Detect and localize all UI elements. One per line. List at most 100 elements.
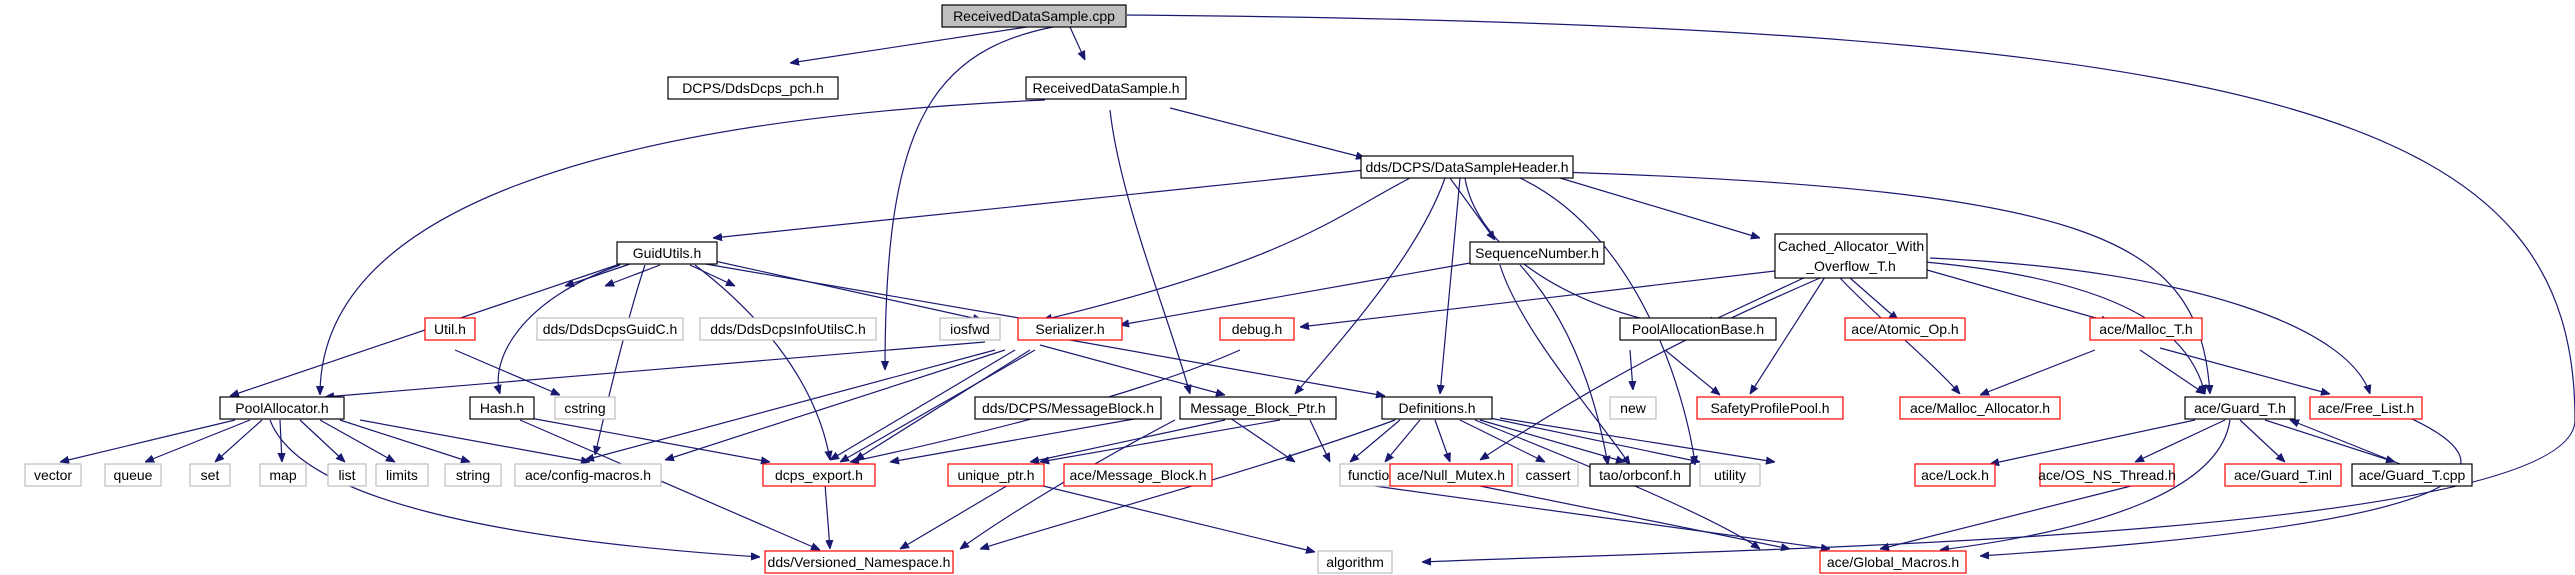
edge: [325, 341, 986, 397]
node-config-macros[interactable]: ace/config-macros.h: [514, 463, 662, 487]
node-label: debug.h: [1232, 321, 1283, 337]
node-box: [667, 76, 839, 100]
node-guid[interactable]: GuidUtils.h: [616, 241, 718, 265]
node-utility[interactable]: utility: [1699, 463, 1761, 487]
node-util[interactable]: Util.h: [424, 317, 476, 341]
node-box: [189, 463, 231, 487]
edge: [359, 419, 590, 462]
node-malloc-t[interactable]: ace/Malloc_T.h: [2089, 317, 2203, 341]
node-box: [24, 463, 82, 487]
node-set[interactable]: set: [189, 463, 231, 487]
node-label: SafetyProfilePool.h: [1710, 400, 1829, 416]
node-dcps-messageblock[interactable]: dds/DCPS/MessageBlock.h: [974, 396, 1162, 420]
edge: [1440, 177, 1461, 394]
edge: [665, 349, 1006, 460]
node-label: ace/Free_List.h: [2318, 400, 2415, 416]
node-pch[interactable]: DCPS/DdsDcps_pch.h: [667, 76, 839, 100]
node-null-mutex[interactable]: ace/Null_Mutex.h: [1389, 463, 1513, 487]
node-definitions[interactable]: Definitions.h: [1381, 396, 1493, 420]
node-label: dds/DCPS/MessageBlock.h: [982, 400, 1154, 416]
node-vector[interactable]: vector: [24, 463, 82, 487]
node-message-block-ptr[interactable]: Message_Block_Ptr.h: [1179, 396, 1337, 420]
node-guidc[interactable]: dds/DdsDcpsGuidC.h: [536, 317, 684, 341]
node-box: [1774, 233, 1928, 279]
node-label: ace/config-macros.h: [525, 467, 651, 483]
edge: [565, 263, 631, 286]
edge: [1459, 419, 1545, 463]
node-label: cstring: [564, 400, 605, 416]
edge: [2135, 419, 2226, 463]
edge: [830, 349, 1016, 460]
edge: [840, 349, 1036, 462]
node-free-list[interactable]: ace/Free_List.h: [2309, 396, 2423, 420]
node-guard-t-inl[interactable]: ace/Guard_T.inl: [2224, 463, 2342, 487]
node-list[interactable]: list: [327, 463, 367, 487]
node-atomic-op[interactable]: ace/Atomic_Op.h: [1844, 317, 1966, 341]
node-dcps-export[interactable]: dcps_export.h: [762, 463, 876, 487]
edge: [900, 483, 1011, 549]
edge: [1385, 419, 1421, 462]
node-seq[interactable]: SequenceNumber.h: [1469, 241, 1605, 265]
node-pool-allocation-base[interactable]: PoolAllocationBase.h: [1619, 317, 1777, 341]
node-label: Definitions.h: [1398, 400, 1475, 416]
edge: [1750, 276, 1826, 394]
node-pool-allocator[interactable]: PoolAllocator.h: [219, 396, 345, 420]
node-label: PoolAllocator.h: [235, 400, 328, 416]
node-guard-t-cpp[interactable]: ace/Guard_T.cpp: [2351, 463, 2473, 487]
node-label: map: [269, 467, 296, 483]
node-label: queue: [114, 467, 153, 483]
node-algorithm[interactable]: algorithm: [1317, 550, 1393, 574]
edge: [689, 264, 735, 287]
edge: [1229, 417, 1295, 462]
edge: [1519, 264, 1608, 465]
node-os-ns-thread[interactable]: ace/OS_NS_Thread.h: [2038, 463, 2176, 487]
node-box: [947, 463, 1045, 487]
edge: [1499, 264, 1630, 465]
edge: [1630, 349, 1633, 390]
edge: [1040, 419, 1281, 462]
edge: [319, 419, 395, 462]
edge: [1126, 14, 2575, 562]
node-dsh[interactable]: dds/DCPS/DataSampleHeader.h: [1360, 155, 1574, 179]
node-guard-t[interactable]: ace/Guard_T.h: [2184, 396, 2296, 420]
node-iosfwd[interactable]: iosfwd: [939, 317, 1001, 341]
edge: [529, 417, 770, 462]
node-box: [1219, 317, 1295, 341]
node-rdsh[interactable]: ReceivedDataSample.h: [1025, 76, 1187, 100]
node-label: dcps_export.h: [775, 467, 863, 483]
node-debug[interactable]: debug.h: [1219, 317, 1295, 341]
node-versioned-namespace[interactable]: dds/Versioned_Namespace.h: [764, 550, 954, 574]
node-infoc[interactable]: dds/DdsDcpsInfoUtilsC.h: [699, 317, 877, 341]
edge: [1880, 484, 2136, 549]
node-root[interactable]: ReceivedDataSample.cpp: [941, 4, 1127, 28]
node-serializer[interactable]: Serializer.h: [1017, 317, 1123, 341]
node-hash[interactable]: Hash.h: [469, 396, 535, 420]
node-unique-ptr[interactable]: unique_ptr.h: [947, 463, 1045, 487]
node-cstring[interactable]: cstring: [554, 396, 616, 420]
node-malloc-allocator[interactable]: ace/Malloc_Allocator.h: [1899, 396, 2061, 420]
edge: [1434, 419, 1450, 462]
node-safety-profile-pool[interactable]: SafetyProfilePool.h: [1696, 396, 1844, 420]
edge: [1469, 483, 1790, 549]
node-map[interactable]: map: [259, 463, 307, 487]
node-box: [616, 241, 718, 265]
node-cached-allocator[interactable]: Cached_Allocator_With_Overflow_T.h: [1774, 233, 1928, 279]
node-orbconf[interactable]: tao/orbconf.h: [1589, 463, 1691, 487]
edge: [320, 99, 1046, 395]
node-box: [1381, 396, 1493, 420]
node-box: [104, 463, 162, 487]
node-cassert[interactable]: cassert: [1517, 463, 1579, 487]
node-label: vector: [34, 467, 72, 483]
node-box: [1589, 463, 1691, 487]
node-queue[interactable]: queue: [104, 463, 162, 487]
node-string[interactable]: string: [444, 463, 502, 487]
node-ace-message-block[interactable]: ace/Message_Block.h: [1063, 463, 1213, 487]
node-label: ace/Guard_T.h: [2194, 400, 2286, 416]
node-ace-lock[interactable]: ace/Lock.h: [1914, 463, 1996, 487]
node-box: [1517, 463, 1579, 487]
node-limits[interactable]: limits: [375, 463, 429, 487]
node-box: [424, 317, 476, 341]
node-global-macros[interactable]: ace/Global_Macros.h: [1819, 550, 1967, 574]
node-new[interactable]: new: [1609, 396, 1657, 420]
